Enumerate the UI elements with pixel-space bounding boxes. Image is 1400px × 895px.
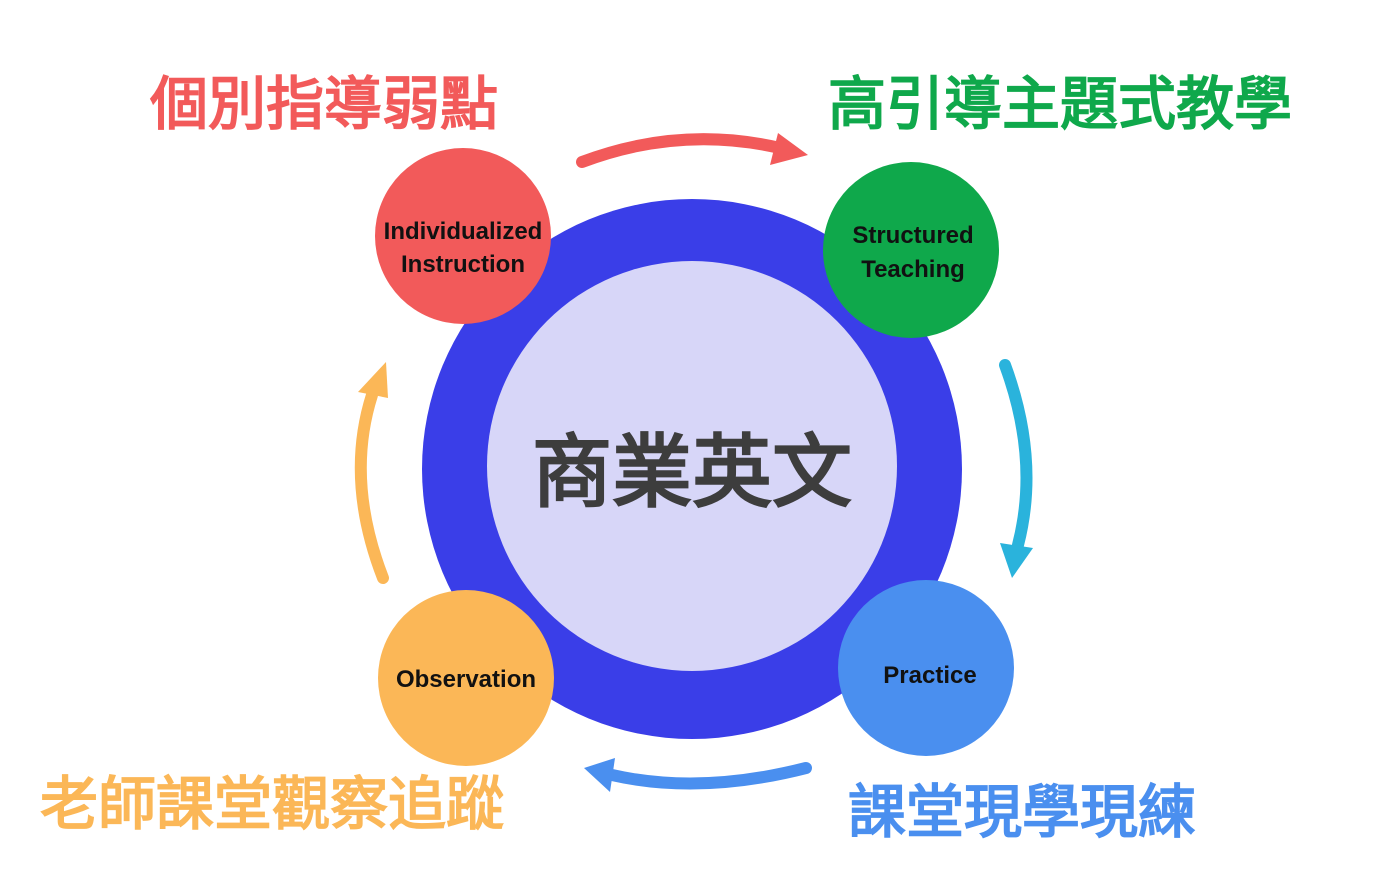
node-practice-label: Practice xyxy=(883,662,976,689)
node-structured-label-2: Teaching xyxy=(861,256,965,283)
node-structured-label-1: Structured xyxy=(852,222,973,249)
arrow-bottom xyxy=(584,758,812,792)
node-individualized-label-2: Instruction xyxy=(401,251,525,278)
node-structured: Structured Teaching xyxy=(823,162,999,338)
center-inner xyxy=(487,261,897,671)
center-label: 商業英文 xyxy=(532,426,852,519)
title-individualized: 個別指導弱點 xyxy=(149,70,498,138)
arrow-left xyxy=(354,362,389,584)
node-practice: Practice xyxy=(838,580,1014,756)
title-observation: 老師課堂觀察追蹤 xyxy=(40,770,504,838)
node-observation: Observation xyxy=(378,590,554,766)
arrow-right xyxy=(999,359,1033,578)
arrow-top xyxy=(576,133,808,168)
title-practice: 課堂現學現練 xyxy=(848,778,1196,846)
title-structured: 高引導主題式教學 xyxy=(828,70,1292,138)
node-individualized: Individualized Instruction xyxy=(375,148,551,324)
node-observation-label: Observation xyxy=(396,666,536,693)
node-individualized-label-1: Individualized xyxy=(384,218,543,245)
